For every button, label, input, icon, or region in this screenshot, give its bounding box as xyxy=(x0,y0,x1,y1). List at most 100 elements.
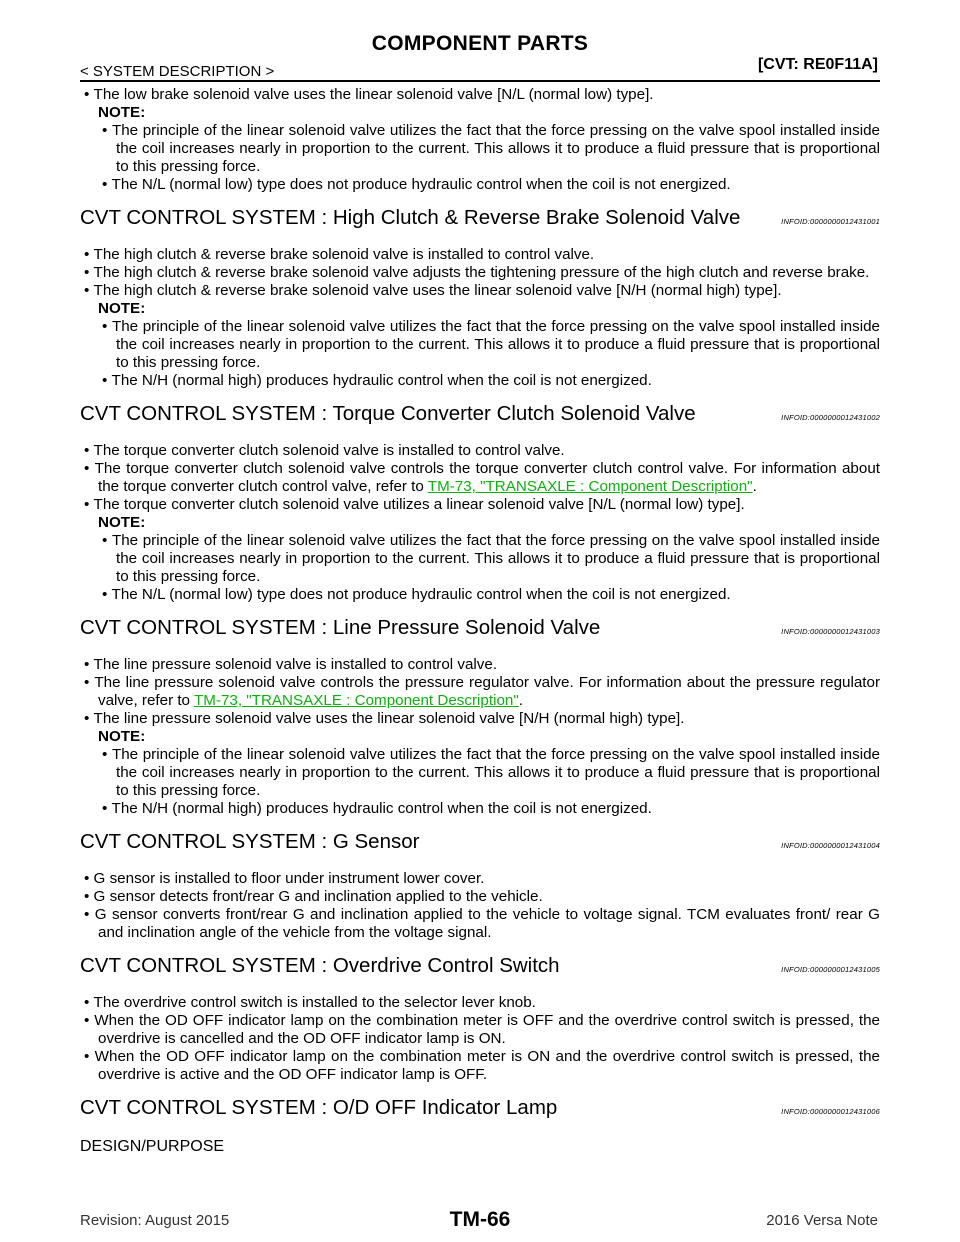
note-label: NOTE: xyxy=(98,728,146,745)
bullet-marker: • xyxy=(102,532,112,549)
section-title: CVT CONTROL SYSTEM : Overdrive Control S… xyxy=(80,954,560,977)
bullet-text: The N/L (normal low) type does not produ… xyxy=(111,176,731,193)
info-id: INFOID:0000000012431002 xyxy=(781,413,880,422)
bullet-marker: • xyxy=(84,1012,95,1029)
section-title: CVT CONTROL SYSTEM : High Clutch & Rever… xyxy=(80,206,741,229)
bullet-item: • G sensor detects front/rear G and incl… xyxy=(80,888,880,906)
bullet-marker: • xyxy=(84,442,94,459)
revision-date: Revision: August 2015 xyxy=(80,1212,230,1229)
bullet-marker: • xyxy=(84,496,94,513)
section-heading: CVT CONTROL SYSTEM : Torque Converter Cl… xyxy=(80,402,880,430)
bullet-item: • The torque converter clutch solenoid v… xyxy=(80,460,880,496)
bullet-item: • The high clutch & reverse brake soleno… xyxy=(80,246,880,264)
bullet-text: The principle of the linear solenoid val… xyxy=(111,746,880,799)
bullet-item: • The overdrive control switch is instal… xyxy=(80,994,880,1012)
bullet-text: G sensor is installed to floor under ins… xyxy=(93,870,485,887)
sub-bullet-item: • The principle of the linear solenoid v… xyxy=(80,746,880,800)
info-id: INFOID:0000000012431001 xyxy=(781,217,880,226)
bullet-marker: • xyxy=(102,800,112,817)
bullet-text: G sensor detects front/rear G and inclin… xyxy=(93,888,543,905)
reference-link[interactable]: TM-73, "TRANSAXLE : Component Descriptio… xyxy=(427,478,753,495)
section-heading: CVT CONTROL SYSTEM : High Clutch & Rever… xyxy=(80,206,880,234)
bullet-marker: • xyxy=(84,674,95,691)
bullet-marker: • xyxy=(102,318,112,335)
bullet-marker: • xyxy=(84,656,94,673)
bullet-text: When the OD OFF indicator lamp on the co… xyxy=(94,1012,881,1047)
bullet-marker: • xyxy=(102,176,112,193)
bullet-marker: • xyxy=(102,586,112,603)
info-id: INFOID:0000000012431003 xyxy=(781,627,880,636)
bullet-marker: • xyxy=(84,906,95,923)
bullet-marker: • xyxy=(102,372,112,389)
bullet-marker: • xyxy=(84,994,94,1011)
bullet-text: The high clutch & reverse brake solenoid… xyxy=(93,264,870,281)
bullet-item: • The torque converter clutch solenoid v… xyxy=(80,496,880,514)
bullet-marker: • xyxy=(84,710,94,727)
sub-bullet-item: • The N/H (normal high) produces hydraul… xyxy=(80,372,880,390)
section-title: CVT CONTROL SYSTEM : O/D OFF Indicator L… xyxy=(80,1096,558,1119)
bullet-text: The N/L (normal low) type does not produ… xyxy=(111,586,731,603)
subheading: DESIGN/PURPOSE xyxy=(80,1138,225,1155)
sub-bullet-item: • The N/H (normal high) produces hydraul… xyxy=(80,800,880,818)
bullet-text-tail: . xyxy=(518,692,523,709)
reference-link[interactable]: TM-73, "TRANSAXLE : Component Descriptio… xyxy=(193,692,519,709)
bullet-text: The principle of the linear solenoid val… xyxy=(111,122,880,175)
bullet-item: • G sensor converts front/rear G and inc… xyxy=(80,906,880,942)
section-title: CVT CONTROL SYSTEM : Line Pressure Solen… xyxy=(80,616,601,639)
bullet-item: • The high clutch & reverse brake soleno… xyxy=(80,264,880,282)
bullet-text: The low brake solenoid valve uses the li… xyxy=(93,86,654,103)
model-code: [CVT: RE0F11A] xyxy=(757,56,878,73)
bullet-marker: • xyxy=(84,246,94,263)
document-body: • The low brake solenoid valve uses the … xyxy=(80,86,880,1156)
bullet-item: • The low brake solenoid valve uses the … xyxy=(80,86,880,104)
bullet-text: When the OD OFF indicator lamp on the co… xyxy=(94,1048,880,1083)
bullet-marker: • xyxy=(102,122,112,139)
bullet-text: The N/H (normal high) produces hydraulic… xyxy=(111,372,652,389)
bullet-text: The overdrive control switch is installe… xyxy=(93,994,536,1011)
sub-bullet-item: • The principle of the linear solenoid v… xyxy=(80,122,880,176)
bullet-text: G sensor converts front/rear G and incli… xyxy=(94,906,880,941)
breadcrumb: < SYSTEM DESCRIPTION > xyxy=(80,63,275,80)
bullet-text: The principle of the linear solenoid val… xyxy=(111,532,880,585)
bullet-marker: • xyxy=(84,86,94,103)
bullet-item: • The torque converter clutch solenoid v… xyxy=(80,442,880,460)
bullet-item: • The line pressure solenoid valve uses … xyxy=(80,710,880,728)
note-label: NOTE: xyxy=(98,514,146,531)
bullet-item: • When the OD OFF indicator lamp on the … xyxy=(80,1048,880,1084)
vehicle-model: 2016 Versa Note xyxy=(766,1212,878,1229)
bullet-item: • The line pressure solenoid valve is in… xyxy=(80,656,880,674)
info-id: INFOID:0000000012431005 xyxy=(781,965,880,974)
bullet-text: The line pressure solenoid valve control… xyxy=(94,674,881,709)
page-footer: Revision: August 2015 TM-66 2016 Versa N… xyxy=(0,1208,960,1238)
bullet-marker: • xyxy=(84,1048,95,1065)
header-divider xyxy=(80,80,880,82)
note-label: NOTE: xyxy=(98,104,146,121)
sub-bullet-item: • The N/L (normal low) type does not pro… xyxy=(80,586,880,604)
info-id: INFOID:0000000012431006 xyxy=(781,1107,880,1116)
section-heading: CVT CONTROL SYSTEM : G Sensor INFOID:0000… xyxy=(80,830,880,858)
bullet-text: The torque converter clutch solenoid val… xyxy=(93,442,565,459)
sub-bullet-item: • The principle of the linear solenoid v… xyxy=(80,532,880,586)
bullet-text: The N/H (normal high) produces hydraulic… xyxy=(111,800,652,817)
bullet-text-tail: . xyxy=(752,478,757,495)
section-heading: CVT CONTROL SYSTEM : O/D OFF Indicator L… xyxy=(80,1096,880,1124)
section-title: CVT CONTROL SYSTEM : Torque Converter Cl… xyxy=(80,402,696,425)
sub-bullet-item: • The N/L (normal low) type does not pro… xyxy=(80,176,880,194)
page-number: TM-66 xyxy=(449,1208,511,1231)
info-id: INFOID:0000000012431004 xyxy=(781,841,880,850)
section-title: CVT CONTROL SYSTEM : G Sensor xyxy=(80,830,420,853)
bullet-marker: • xyxy=(84,264,94,281)
bullet-item: • The line pressure solenoid valve contr… xyxy=(80,674,880,710)
bullet-marker: • xyxy=(102,746,112,763)
bullet-item: • G sensor is installed to floor under i… xyxy=(80,870,880,888)
bullet-marker: • xyxy=(84,870,94,887)
bullet-text: The line pressure solenoid valve uses th… xyxy=(93,710,685,727)
bullet-text: The high clutch & reverse brake solenoid… xyxy=(93,282,782,299)
section-heading: CVT CONTROL SYSTEM : Line Pressure Solen… xyxy=(80,616,880,644)
bullet-marker: • xyxy=(84,888,94,905)
bullet-marker: • xyxy=(84,460,95,477)
bullet-text: The principle of the linear solenoid val… xyxy=(111,318,880,371)
bullet-item: • When the OD OFF indicator lamp on the … xyxy=(80,1012,880,1048)
sub-bullet-item: • The principle of the linear solenoid v… xyxy=(80,318,880,372)
bullet-text: The high clutch & reverse brake solenoid… xyxy=(93,246,595,263)
